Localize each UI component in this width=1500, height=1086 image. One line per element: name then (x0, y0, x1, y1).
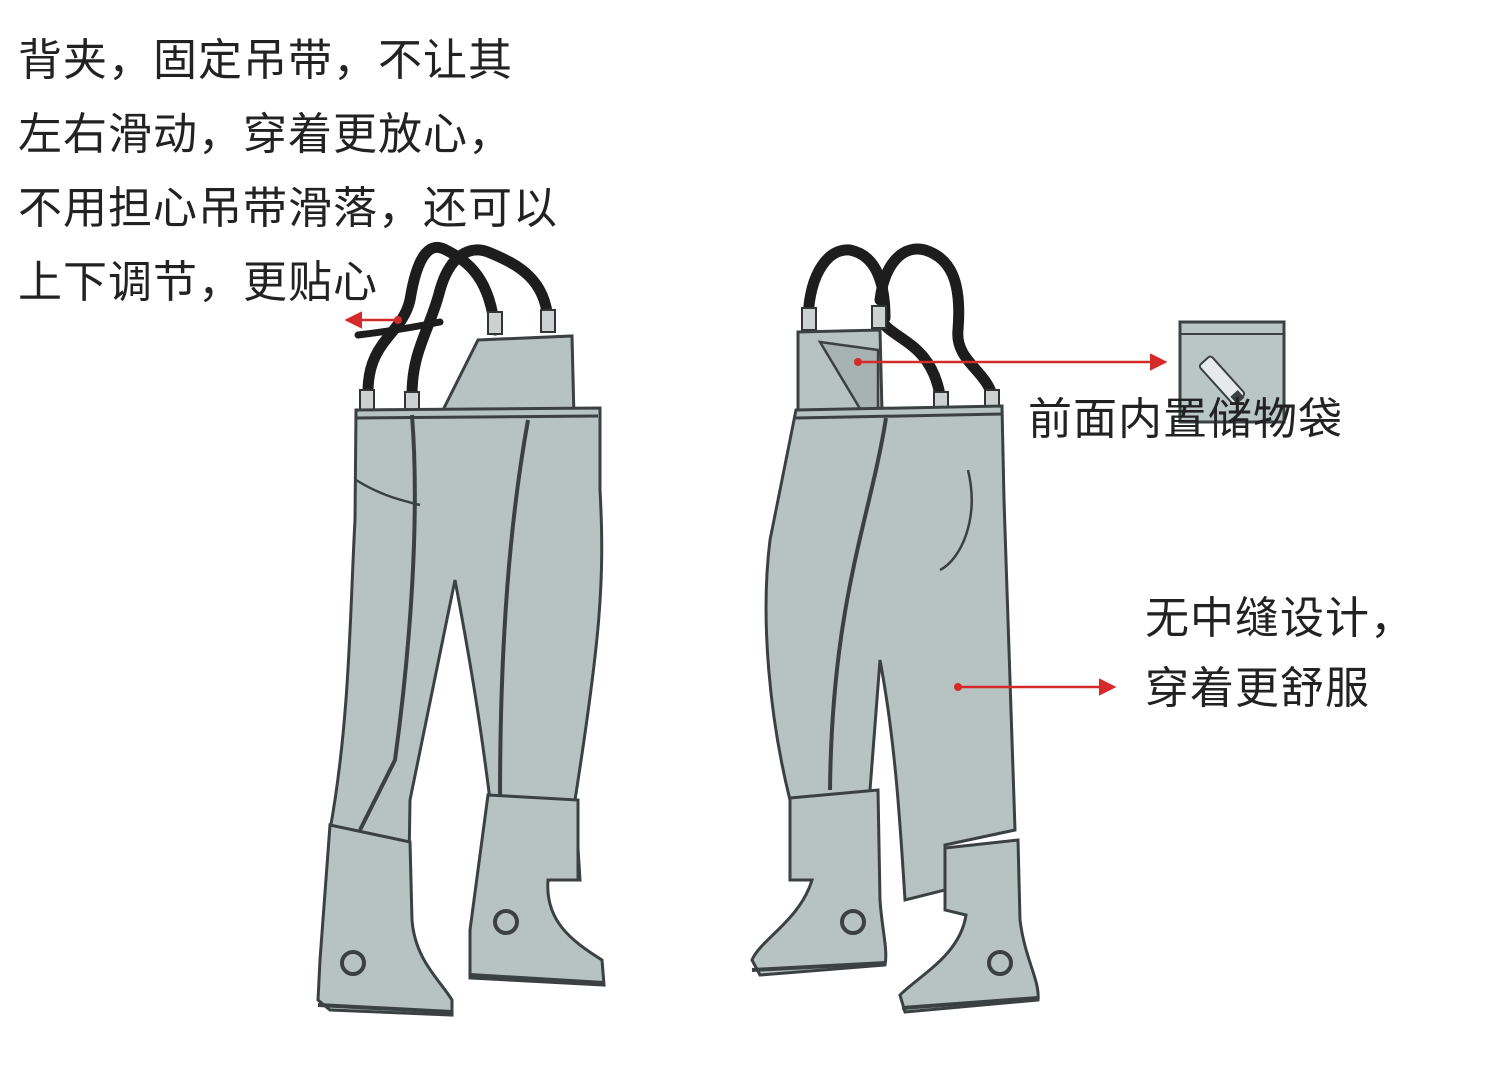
suspender-straps-front (354, 241, 554, 401)
strap-clip-note: 背夹，固定吊带，不让其 左右滑动，穿着更放心， 不用担心吊带滑落，还可以 上下调… (18, 24, 558, 320)
boot-right-front (468, 793, 606, 987)
pocket-icon (1178, 320, 1286, 424)
boot-left-front (316, 823, 454, 1017)
strap-clip-note-line: 上下调节，更贴心 (18, 257, 378, 308)
seamless-note-line: 穿着更舒服 (1145, 663, 1370, 714)
boot-left-back (750, 788, 888, 977)
wader-front-view (316, 241, 606, 1017)
strap-clip-note-line: 左右滑动，穿着更放心， (18, 109, 513, 160)
pocket-note: 前面内置储物袋 (1028, 394, 1343, 445)
strap-clip-note-line: 背夹，固定吊带，不让其 (18, 35, 513, 86)
wader-back-view (750, 243, 1040, 1014)
boot-right-back (898, 838, 1040, 1014)
seamless-note-line: 无中缝设计， (1145, 593, 1415, 644)
strap-clip-note-line: 不用担心吊带滑落，还可以 (18, 183, 558, 234)
seamless-note: 无中缝设计， 穿着更舒服 (1145, 584, 1415, 724)
strap-buckles-front (359, 309, 556, 415)
chest-panel-front (437, 334, 576, 420)
wader-body-front (328, 406, 604, 962)
